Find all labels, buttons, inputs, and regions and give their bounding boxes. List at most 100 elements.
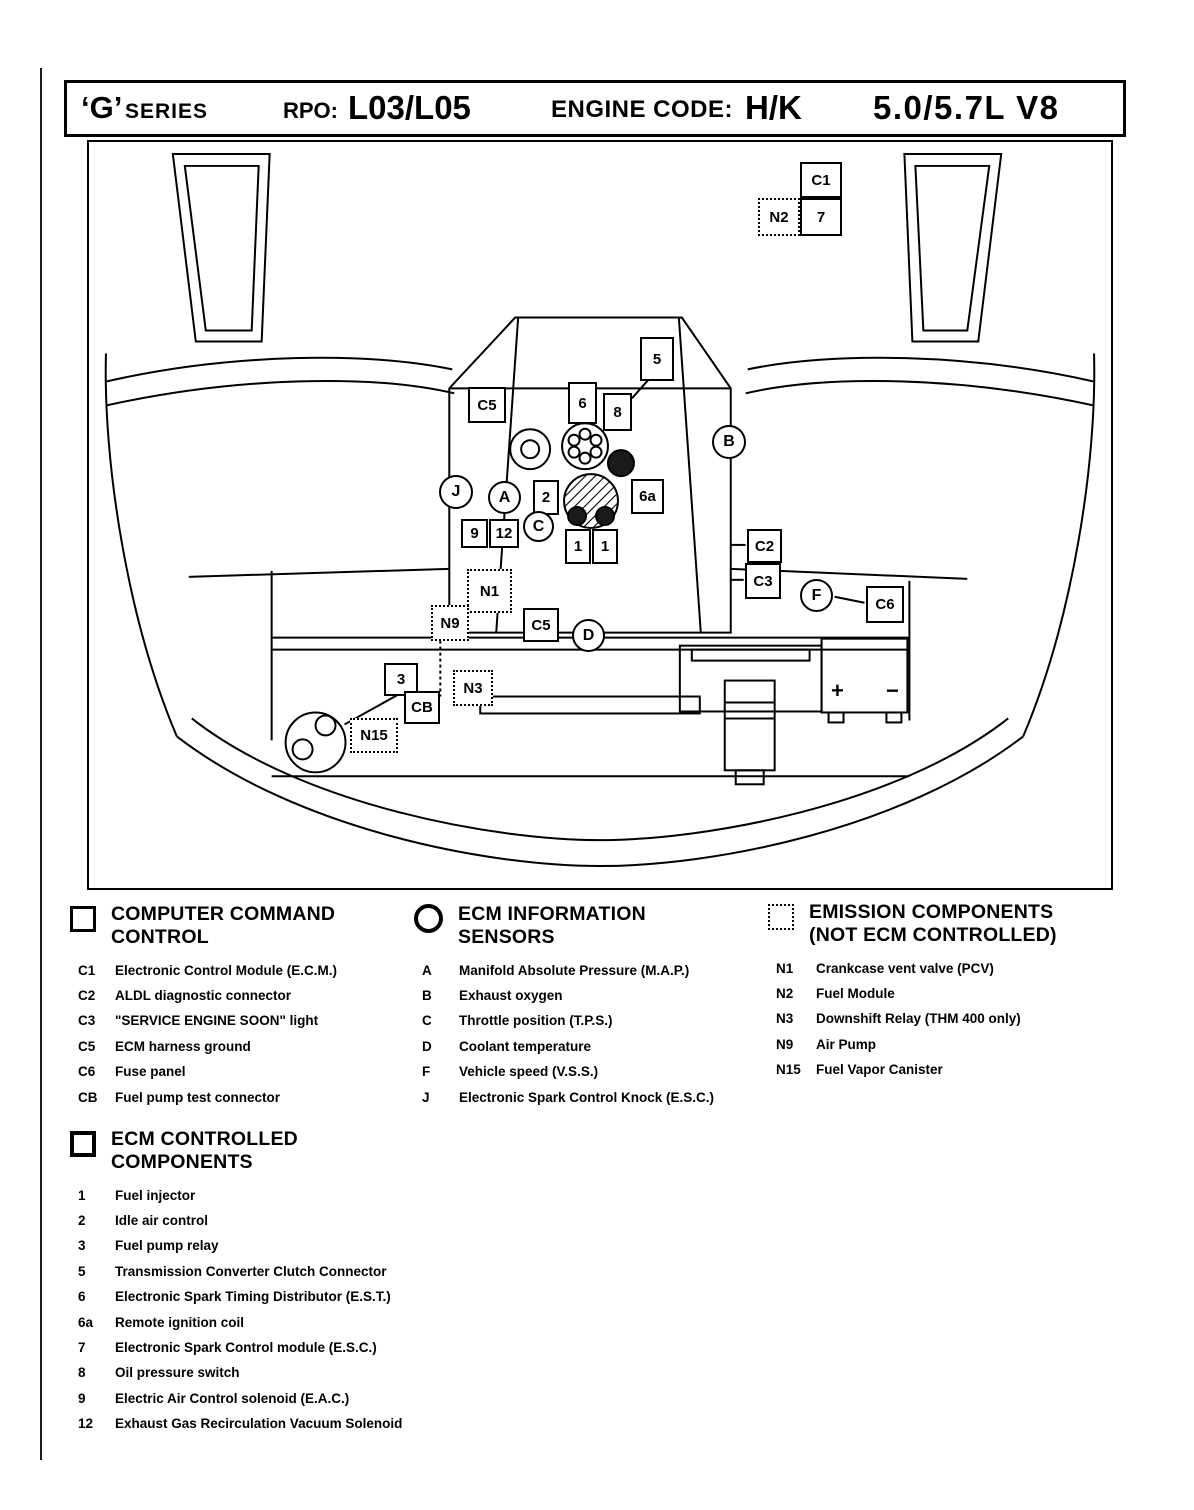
title-line-1: EMISSION COMPONENTS (809, 901, 1054, 923)
diagram-marker-c5-top: C5 (468, 387, 506, 423)
diagram-marker-f: F (800, 579, 833, 612)
series-label: SERIES (125, 100, 209, 123)
item-desc: Fuse panel (115, 1064, 186, 1080)
legend-item-b: B Exhaust oxygen (422, 988, 762, 1005)
item-key: 6a (78, 1314, 94, 1330)
diagram-marker-3: 3 (384, 663, 418, 696)
item-key: D (422, 1038, 432, 1054)
battery-plus-sign: + (831, 678, 844, 703)
diagram-marker-n3: N3 (453, 670, 493, 706)
diagram-marker-d: D (572, 619, 605, 652)
item-key: B (422, 988, 432, 1003)
item-desc: Fuel pump test connector (115, 1089, 281, 1105)
legend-item-12: 12 Exhaust Gas Recirculation Vacuum Solen… (78, 1416, 500, 1433)
diagram-marker-7: 7 (800, 198, 842, 236)
diagram-marker-a: A (488, 481, 521, 514)
item-desc: ALDL diagnostic connector (115, 988, 292, 1003)
diagram-marker-c5-bottom: C5 (523, 608, 559, 642)
item-key: 9 (78, 1390, 86, 1406)
item-key: 6 (78, 1289, 86, 1305)
title-line-2: COMPONENTS (111, 1150, 253, 1173)
diagram-marker-1-left: 1 (565, 529, 591, 564)
legend-header: COMPUTER COMMAND CONTROL (70, 903, 418, 949)
legend-item-2: 2 Idle air control (78, 1213, 500, 1230)
item-key: C2 (78, 988, 96, 1003)
title-line-1: COMPUTER COMMAND (111, 903, 336, 925)
legend-item-f: F Vehicle speed (V.S.S.) (422, 1064, 762, 1081)
bold-square-icon (70, 1131, 96, 1157)
item-desc: Idle air control (115, 1213, 209, 1228)
diagram-marker-8: 8 (603, 393, 632, 431)
legend-header: EMISSION COMPONENTS (NOT ECM CONTROLLED) (768, 901, 1128, 947)
rpo-label: RPO: (283, 98, 338, 123)
legend-item-8: 8 Oil pressure switch (78, 1365, 500, 1382)
item-desc: "SERVICE ENGINE SOON" light (115, 1013, 319, 1029)
diagram-marker-c6: C6 (866, 586, 904, 623)
rpo-value: L03/L05 (348, 89, 471, 126)
item-desc: Manifold Absolute Pressure (M.A.P.) (459, 962, 690, 978)
item-key: 8 (78, 1365, 86, 1381)
item-desc: Oil pressure switch (115, 1365, 240, 1381)
diagram-marker-9: 9 (461, 519, 488, 548)
circle-icon (414, 904, 443, 933)
item-desc: Fuel Vapor Canister (816, 1062, 943, 1078)
diagram-marker-6a: 6a (631, 479, 664, 514)
item-key: C1 (78, 962, 96, 978)
item-key: N2 (776, 986, 794, 1001)
solid-square-icon (70, 906, 96, 932)
legend-section-emission-components: EMISSION COMPONENTS (NOT ECM CONTROLLED)… (768, 901, 1128, 1088)
legend-header: ECM INFORMATION SENSORS (414, 903, 762, 949)
car-outline-drawing (104, 152, 1096, 868)
item-desc: Fuel injector (115, 1187, 196, 1203)
item-key: 2 (78, 1213, 86, 1228)
legend-section-title: EMISSION COMPONENTS (NOT ECM CONTROLLED) (809, 901, 1057, 947)
diagram-marker-c2: C2 (747, 529, 782, 563)
legend-section-title: ECM INFORMATION SENSORS (458, 903, 646, 949)
title-block: ‘G’ SERIES RPO: L03/L05 ENGINE CODE: H/K… (64, 80, 1126, 137)
series-quote: ‘G’ (81, 90, 123, 125)
diagram-marker-12: 12 (489, 519, 519, 548)
legend-item-6: 6 Electronic Spark Timing Distributor (E.… (78, 1289, 500, 1306)
engine-code-value: H/K (745, 89, 802, 126)
diagram-marker-n15: N15 (350, 718, 398, 753)
diagram-marker-2: 2 (533, 480, 559, 515)
item-desc: Throttle position (T.P.S.) (459, 1013, 613, 1029)
legend-section-title: COMPUTER COMMAND CONTROL (111, 903, 335, 949)
item-desc: Exhaust Gas Recirculation Vacuum Solenoi… (115, 1416, 403, 1431)
left-margin-rule (40, 68, 42, 1460)
item-desc: Exhaust oxygen (459, 988, 563, 1003)
item-desc: Downshift Relay (THM 400 only) (816, 1011, 1021, 1027)
item-key: C3 (78, 1013, 96, 1029)
diagram-marker-b: B (712, 425, 746, 459)
item-key: J (422, 1089, 430, 1105)
item-desc: Electronic Spark Timing Distributor (E.S… (115, 1289, 391, 1305)
item-desc: Remote ignition coil (115, 1314, 245, 1330)
legend-item-c2: C2 ALDL diagnostic connector (78, 988, 418, 1005)
item-key: C5 (78, 1038, 96, 1054)
legend-item-c3: C3 "SERVICE ENGINE SOON" light (78, 1013, 418, 1030)
item-key: F (422, 1064, 431, 1080)
title-line-1: ECM INFORMATION (458, 903, 646, 925)
item-desc: Vehicle speed (V.S.S.) (459, 1064, 599, 1080)
item-key: 12 (78, 1416, 94, 1431)
engine-code-label: ENGINE CODE: (551, 96, 734, 123)
displacement-value: 5.0/5.7L V8 (873, 89, 1060, 126)
